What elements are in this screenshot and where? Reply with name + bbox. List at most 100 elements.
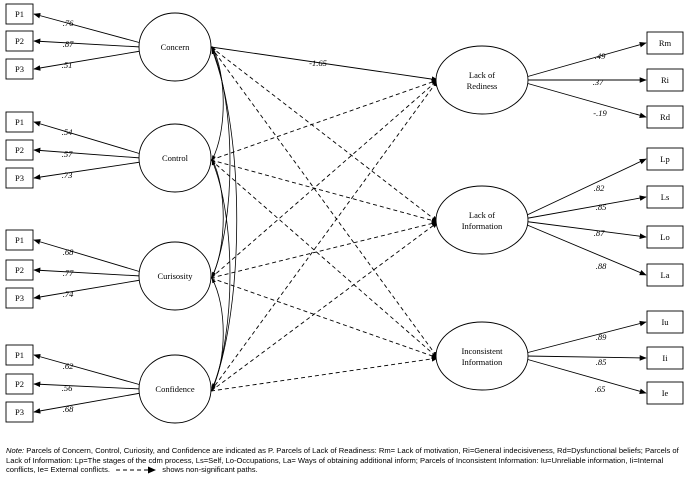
- structural-path-curisosity-to-inconsistent-information: [210, 277, 439, 359]
- latent-lack-of-information: [435, 185, 529, 255]
- indicator-label-confidence-p1: P1: [15, 350, 24, 360]
- covariance-control-confidence: [211, 160, 231, 390]
- latent-label-lack-of-information-line1: Lack of: [469, 210, 495, 220]
- indicator-label-control-p3: P3: [15, 173, 24, 183]
- legend-text: shows non-significant paths.: [162, 465, 258, 475]
- indicator-label-control-p1: P1: [15, 117, 24, 127]
- indicator-label-curisosity-p2: P2: [15, 265, 24, 275]
- structural-path-control-to-lack-of-information: [210, 159, 439, 224]
- loading-path-control-1: [33, 121, 142, 155]
- loading-path-lack-of-information-lo: [525, 221, 647, 239]
- figure-note: Note: Parcels of Concern, Control, Curio…: [6, 446, 682, 475]
- indicator-box-concern-p1: [5, 3, 34, 25]
- indicator-box-lack-of-rediness-rm: [646, 31, 684, 55]
- latent-label-lack-of-rediness-line2: Rediness: [467, 81, 498, 91]
- structural-path-confidence-to-lack-of-rediness: [210, 79, 439, 392]
- indicator-box-control-p3: [5, 167, 34, 189]
- indicator-box-lack-of-information-la: [646, 263, 684, 287]
- indicator-box-inconsistent-information-ii: [646, 346, 684, 370]
- latent-label-inconsistent-information-line2: Information: [462, 357, 503, 367]
- loading-value-curisosity-3: .74: [63, 289, 74, 299]
- latent-concern: [138, 12, 212, 82]
- loading-value-control-3: .73: [62, 170, 73, 180]
- indicator-box-curisosity-p3: [5, 287, 34, 309]
- covariance-control-curisosity: [211, 158, 224, 277]
- loading-path-confidence-2: [33, 381, 142, 390]
- loading-path-concern-1: [33, 12, 142, 44]
- indicator-label-confidence-p2: P2: [15, 379, 24, 389]
- loading-path-concern-2: [33, 38, 142, 48]
- loading-value-curisosity-2: .77: [63, 268, 74, 278]
- structural-path-curisosity-to-lack-of-rediness: [210, 79, 439, 279]
- loading-value-lack-of-information-lo: .87: [594, 228, 605, 238]
- structural-path-confidence-to-lack-of-information: [210, 221, 439, 392]
- loading-value-confidence-1: .62: [63, 361, 74, 371]
- indicator-box-curisosity-p2: [5, 259, 34, 281]
- loading-value-lack-of-rediness-ri: .37: [593, 77, 604, 87]
- latent-control: [138, 123, 212, 193]
- loading-value-inconsistent-information-ie: .65: [595, 384, 606, 394]
- indicator-box-confidence-p2: [5, 373, 34, 395]
- indicator-box-confidence-p3: [5, 401, 34, 423]
- latent-label-confidence: Confidence: [155, 384, 194, 394]
- structural-path-concern-to-lack-of-rediness: [210, 46, 439, 82]
- loading-value-lack-of-information-la: .88: [596, 261, 607, 271]
- indicator-box-concern-p2: [5, 30, 34, 52]
- indicator-label-curisosity-p1: P1: [15, 235, 24, 245]
- latent-label-lack-of-information-line2: Information: [462, 221, 503, 231]
- indicator-label-lack-of-information-ls: Ls: [661, 192, 670, 202]
- loading-path-curisosity-2: [33, 267, 142, 277]
- latent-label-inconsistent-information-line1: Inconsistent: [461, 346, 503, 356]
- structural-path-confidence-to-inconsistent-information: [210, 356, 439, 392]
- loading-value-inconsistent-information-iu: .89: [596, 332, 607, 342]
- latent-confidence: [138, 354, 212, 424]
- loading-value-concern-3: .51: [62, 60, 73, 70]
- indicator-box-lack-of-information-lp: [646, 147, 684, 171]
- loading-value-lack-of-rediness-rd: -.19: [593, 108, 607, 118]
- indicator-box-control-p2: [5, 139, 34, 161]
- loading-path-inconsistent-information-iu: [525, 320, 647, 354]
- loading-value-lack-of-rediness-rm: .49: [595, 51, 606, 61]
- loading-path-lack-of-rediness-rd: [525, 82, 647, 118]
- indicator-box-confidence-p1: [5, 344, 34, 366]
- latent-label-concern: Concern: [161, 42, 191, 52]
- indicator-label-concern-p2: P2: [15, 36, 24, 46]
- indicator-box-concern-p3: [5, 58, 34, 80]
- loading-value-lack-of-information-lp: .82: [594, 183, 605, 193]
- indicator-box-lack-of-rediness-rd: [646, 105, 684, 129]
- loading-value-inconsistent-information-ii: .85: [596, 357, 607, 367]
- structural-path-control-to-lack-of-rediness: [210, 79, 439, 161]
- loading-path-inconsistent-information-ie: [525, 358, 647, 394]
- loading-path-concern-3: [33, 50, 142, 71]
- latent-inconsistent-information: [435, 321, 529, 391]
- loading-value-control-1: .54: [62, 127, 73, 137]
- indicator-label-lack-of-information-lp: Lp: [660, 154, 669, 164]
- note-prefix: Note:: [6, 446, 25, 455]
- indicator-label-lack-of-rediness-rd: Rd: [660, 112, 671, 122]
- indicator-label-inconsistent-information-ie: Ie: [662, 388, 669, 398]
- latent-label-lack-of-rediness-line1: Lack of: [469, 70, 495, 80]
- indicator-box-lack-of-rediness-ri: [646, 68, 684, 92]
- sem-path-diagram: ConcernP1P2P3ControlP1P2P3CurisosityP1P2…: [5, 3, 684, 424]
- indicator-label-confidence-p3: P3: [15, 407, 24, 417]
- loading-path-control-2: [33, 147, 142, 159]
- indicator-label-inconsistent-information-iu: Iu: [661, 317, 669, 327]
- loading-path-curisosity-3: [33, 279, 142, 300]
- covariance-concern-control: [211, 46, 224, 161]
- latent-label-control: Control: [162, 153, 189, 163]
- covariance-curisosity-confidence: [211, 278, 224, 389]
- indicator-box-control-p1: [5, 111, 34, 133]
- loading-value-curisosity-1: .68: [63, 247, 74, 257]
- covariance-concern-confidence: [211, 49, 238, 392]
- loading-value-lack-of-information-ls: .85: [596, 202, 607, 212]
- indicator-label-inconsistent-information-ii: Ii: [662, 353, 668, 363]
- indicator-label-lack-of-information-lo: Lo: [660, 232, 669, 242]
- indicator-box-lack-of-information-ls: [646, 185, 684, 209]
- structural-path-control-to-inconsistent-information: [210, 159, 439, 359]
- indicator-label-lack-of-rediness-ri: Ri: [661, 75, 670, 85]
- latent-curisosity: [138, 241, 212, 311]
- indicator-label-lack-of-information-la: La: [661, 270, 670, 280]
- loading-value-confidence-2: .56: [62, 383, 73, 393]
- indicator-label-concern-p3: P3: [15, 64, 24, 74]
- loading-path-lack-of-rediness-rm: [525, 42, 647, 78]
